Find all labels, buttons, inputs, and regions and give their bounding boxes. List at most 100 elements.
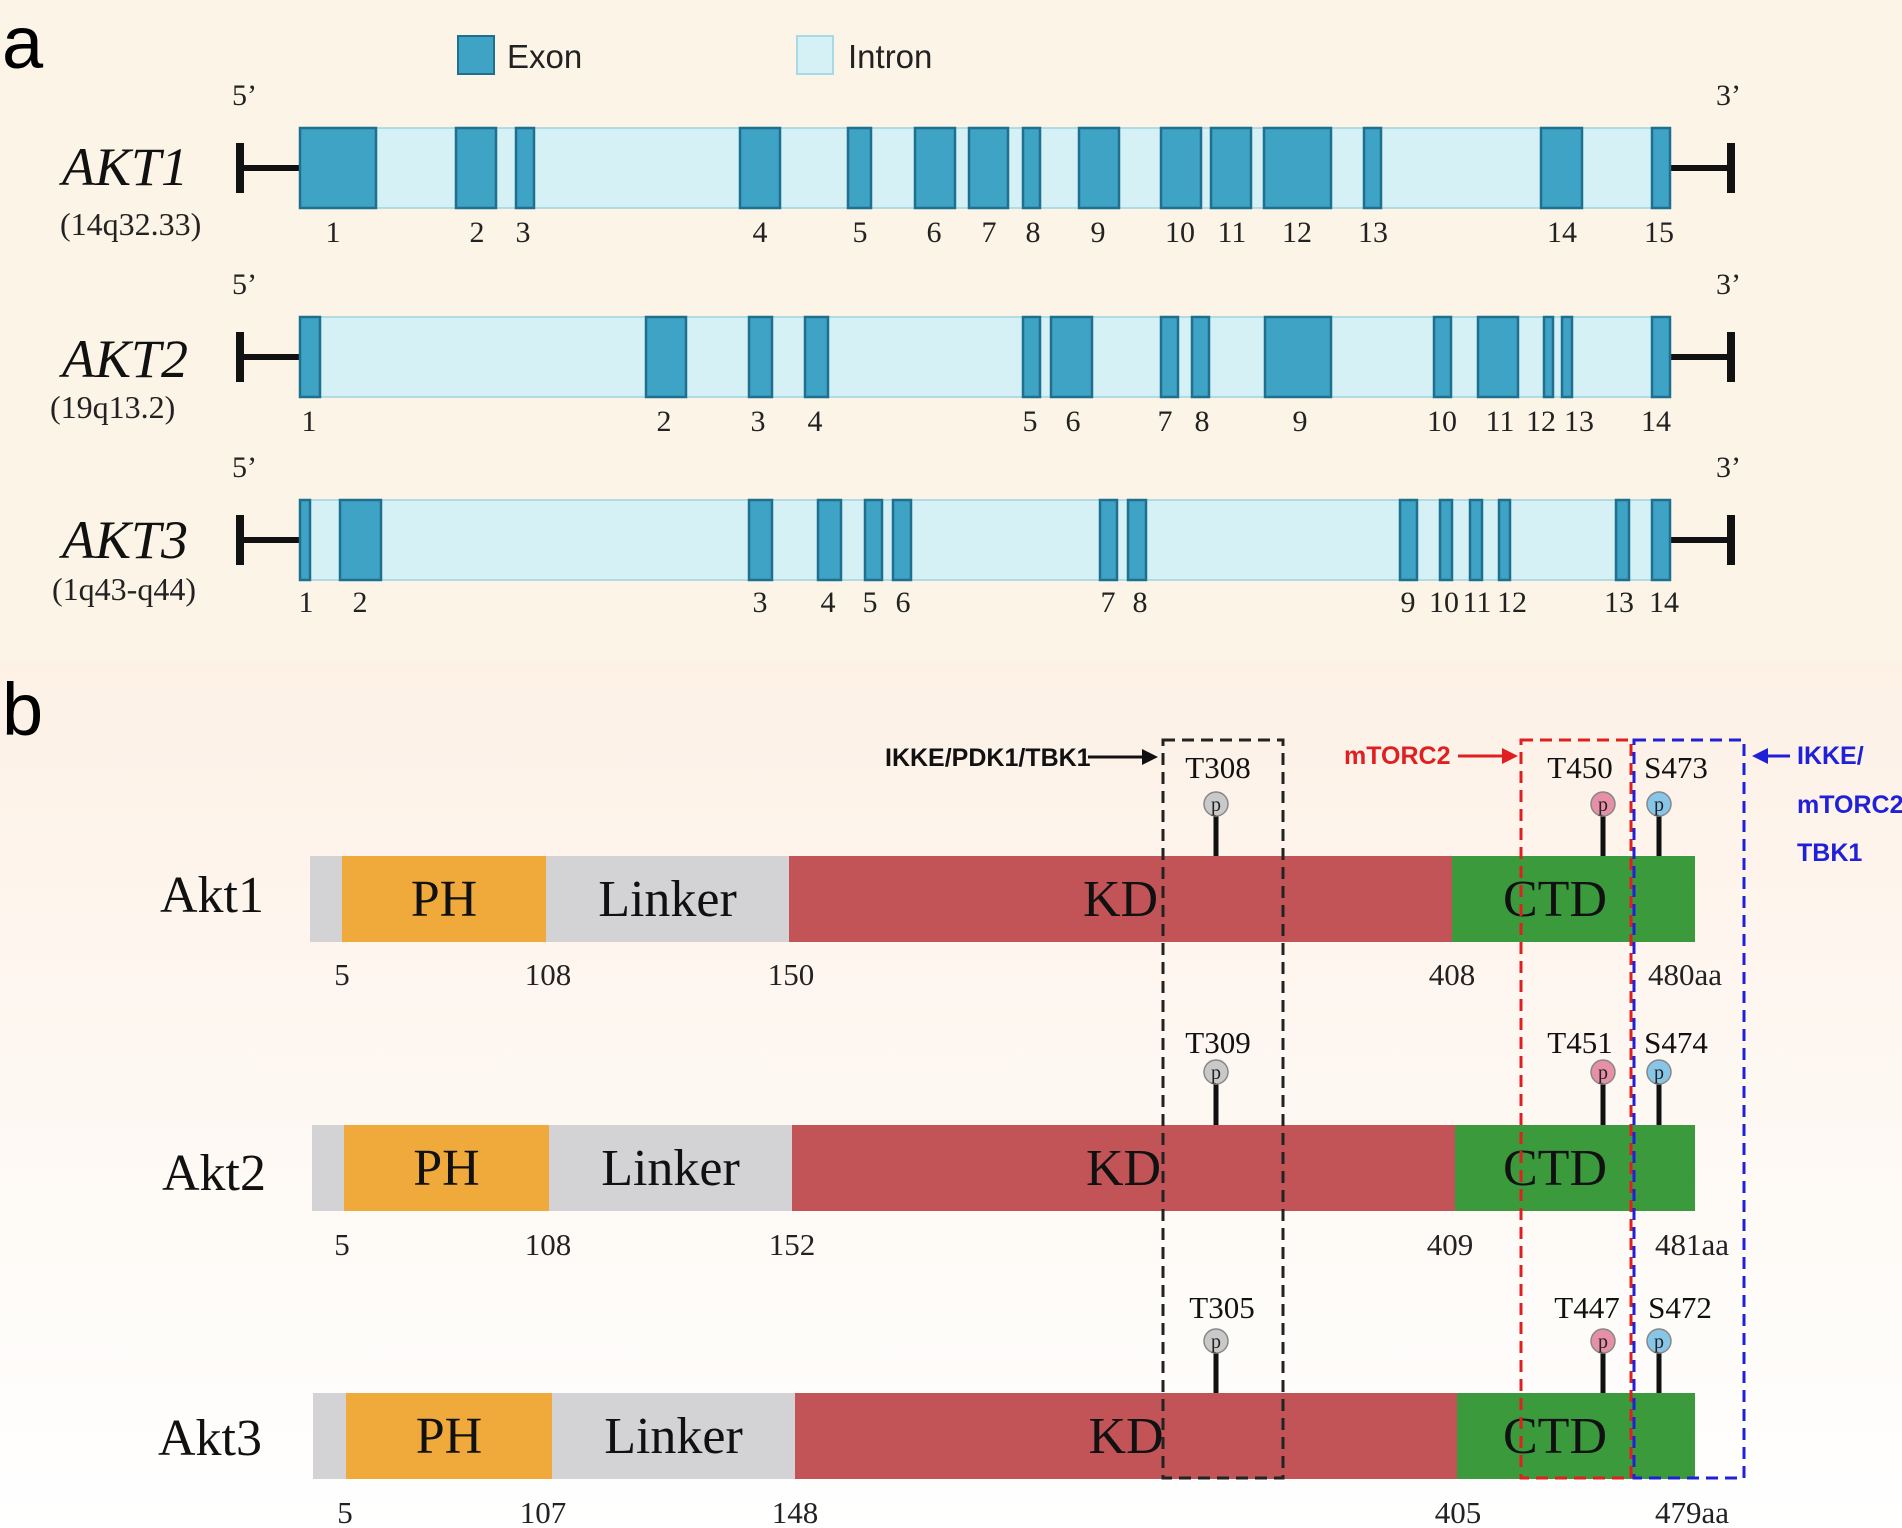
exon-number-label: 6 <box>1066 405 1081 438</box>
exon-number-label: 13 <box>1358 216 1388 249</box>
exon-number-label: 10 <box>1427 405 1457 438</box>
phospho-site-marker <box>1203 1059 1229 1085</box>
domain-ctd <box>1452 856 1695 942</box>
exon-12 <box>1542 315 1555 399</box>
domain-ctd <box>1457 1393 1695 1479</box>
residue-position: 479aa <box>1655 1495 1729 1528</box>
n-terminal-segment <box>313 1393 346 1479</box>
residue-position: 148 <box>772 1495 819 1528</box>
exon-12 <box>1497 498 1512 582</box>
exon-number-label: 9 <box>1293 405 1308 438</box>
exon-number-label: 7 <box>1158 405 1173 438</box>
legend-intron-swatch <box>796 35 834 75</box>
phospho-site-marker <box>1590 1328 1616 1354</box>
exon-number-label: 5 <box>1023 405 1038 438</box>
phospho-site-marker <box>1590 791 1616 817</box>
phospho-symbol: p <box>1211 1331 1221 1353</box>
domain-kd <box>789 856 1452 942</box>
domain-label-linker: Linker <box>601 1140 740 1197</box>
kinase-label-group3-line: mTORC2 <box>1797 791 1902 819</box>
exon-5 <box>846 126 873 210</box>
kinase-arrowhead-group3 <box>1752 748 1768 764</box>
exon-number-label: 8 <box>1195 405 1210 438</box>
exon-number-label: 5 <box>863 586 878 619</box>
exon-8 <box>1021 126 1042 210</box>
phospho-symbol: p <box>1211 794 1221 816</box>
kinase-box-ikke <box>1632 738 1746 1480</box>
exon-8 <box>1190 315 1211 399</box>
exon-number-label: 7 <box>1101 586 1116 619</box>
phospho-symbol: p <box>1654 794 1664 816</box>
protein-name: Akt1 <box>160 867 264 924</box>
residue-position: 5 <box>334 1227 350 1262</box>
exon-11 <box>1209 126 1253 210</box>
five-prime-label: 5’ <box>232 268 257 301</box>
exon-7 <box>967 126 1010 210</box>
residue-position: 480aa <box>1648 957 1722 992</box>
domain-ph <box>344 1125 549 1211</box>
exon-13 <box>1362 126 1383 210</box>
domain-label-ph: PH <box>411 871 477 928</box>
kinase-arrowhead-group2 <box>1502 748 1518 764</box>
exon-number-label: 3 <box>516 216 531 249</box>
residue-position: 108 <box>525 1227 572 1262</box>
phospho-symbol: p <box>1654 1062 1664 1084</box>
gene-locus: (1q43-q44) <box>52 571 196 607</box>
phospho-symbol: p <box>1598 1331 1608 1353</box>
site-label-s473: S473 <box>1644 750 1708 785</box>
five-prime-label: 5’ <box>232 451 257 484</box>
five-prime-label: 5’ <box>232 79 257 112</box>
residue-position: 107 <box>520 1495 567 1528</box>
exon-number-label: 13 <box>1564 405 1594 438</box>
exon-number-label: 14 <box>1547 216 1577 249</box>
gene-name: AKT3 <box>59 510 188 570</box>
domain-label-ph: PH <box>416 1408 482 1465</box>
exon-number-label: 10 <box>1165 216 1195 249</box>
phospho-symbol: p <box>1598 794 1608 816</box>
exon-number-label: 3 <box>751 405 766 438</box>
exon-number-label: 6 <box>927 216 942 249</box>
phospho-site-marker <box>1646 1328 1672 1354</box>
phospho-symbol: p <box>1598 1062 1608 1084</box>
exon-number-label: 1 <box>302 405 317 438</box>
site-label-t305: T305 <box>1189 1290 1254 1325</box>
exon-number-label: 8 <box>1026 216 1041 249</box>
exon-15 <box>1650 126 1672 210</box>
domain-kd <box>795 1393 1457 1479</box>
exon-number-label: 5 <box>853 216 868 249</box>
site-label-s474: S474 <box>1644 1025 1708 1060</box>
phospho-symbol: p <box>1654 1331 1664 1353</box>
exon-8 <box>1126 498 1148 582</box>
three-prime-label: 3’ <box>1716 451 1741 484</box>
exon-4 <box>738 126 782 210</box>
exon-14 <box>1539 126 1584 210</box>
exon-3 <box>514 126 536 210</box>
exon-4 <box>803 315 830 399</box>
exon-number-label: 11 <box>1218 216 1247 249</box>
domain-label-ctd: CTD <box>1503 1140 1607 1197</box>
kinase-box-pdk1 <box>1161 738 1285 1480</box>
exon-1 <box>298 498 312 582</box>
phospho-site-marker <box>1646 1059 1672 1085</box>
site-label-s472: S472 <box>1648 1290 1712 1325</box>
n-terminal-segment <box>310 856 342 942</box>
exon-number-label: 2 <box>657 405 672 438</box>
domain-linker <box>549 1125 792 1211</box>
exon-number-label: 6 <box>896 586 911 619</box>
exon-3 <box>747 498 774 582</box>
gene-locus: (14q32.33) <box>60 206 201 242</box>
exon-10 <box>1432 315 1453 399</box>
site-label-t308: T308 <box>1185 750 1250 785</box>
intron-backbone <box>299 499 1671 581</box>
exon-10 <box>1438 498 1454 582</box>
exon-6 <box>913 126 957 210</box>
exon-13 <box>1560 315 1574 399</box>
panel-a-label: a <box>2 1 44 84</box>
exon-number-label: 11 <box>1463 586 1492 619</box>
exon-number-label: 10 <box>1429 586 1459 619</box>
